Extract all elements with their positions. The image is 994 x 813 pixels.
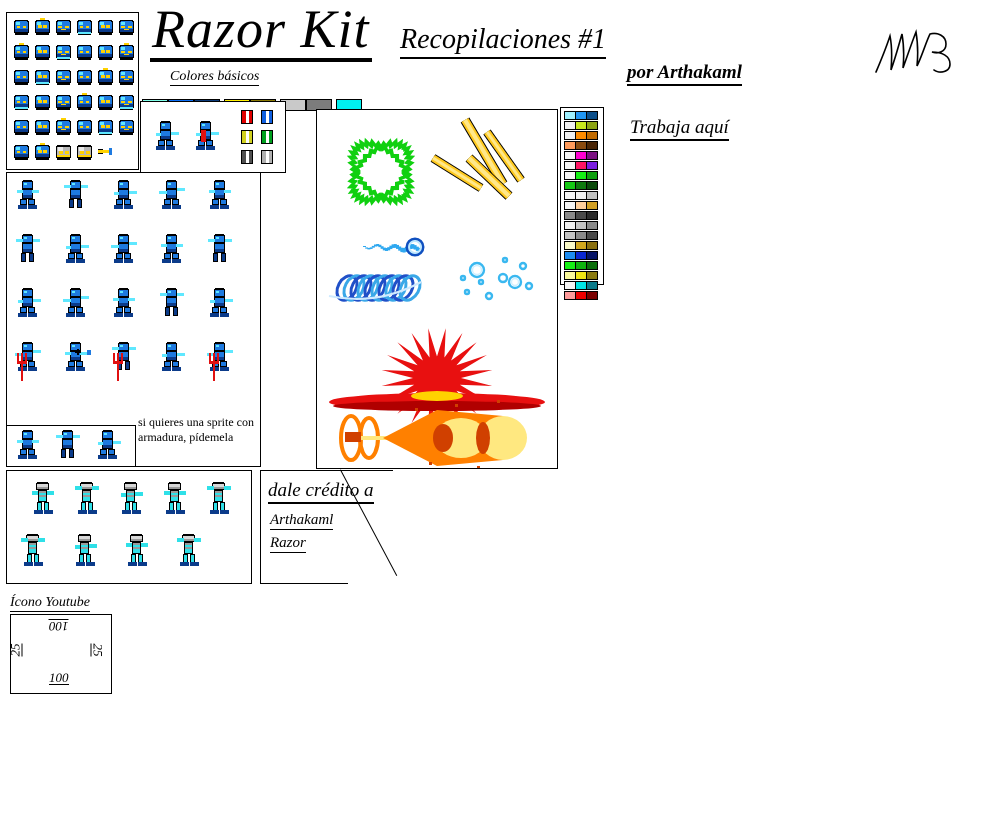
palette-row [564, 271, 603, 280]
color-swatch[interactable] [586, 191, 598, 200]
color-swatch[interactable] [586, 231, 598, 240]
signature-icon [875, 29, 951, 73]
credit-panel-top-edge [260, 470, 393, 471]
credit-panel-left-edge [260, 470, 261, 584]
robot-body-sprites [7, 173, 260, 466]
credit-name-razor: Razor [270, 535, 306, 553]
color-swatch[interactable] [586, 291, 598, 300]
color-swatch[interactable] [586, 141, 598, 150]
color-swatch[interactable] [586, 121, 598, 130]
armor-request-note: si quieres una sprite con armadura, píde… [138, 415, 254, 444]
palette-row [564, 191, 603, 200]
armor-panel [6, 470, 252, 584]
palette-row [564, 201, 603, 210]
youtube-icon-label: Ícono Youtube [10, 595, 90, 612]
color-swatch[interactable] [586, 211, 598, 220]
palette-row [564, 151, 603, 160]
author-credit: por Arthakaml [627, 62, 742, 86]
palette-row [564, 221, 603, 230]
page-title-text: Razor Kit [150, 2, 372, 62]
color-swatch[interactable] [586, 281, 598, 290]
color-swatch[interactable] [586, 241, 598, 250]
color-swatch[interactable] [586, 221, 598, 230]
color-swatch[interactable] [586, 181, 598, 190]
palette-row [564, 261, 603, 270]
credit-name-arthakaml: Arthakaml [270, 512, 334, 530]
credit-heading: dale crédito a [268, 480, 374, 504]
palette-row [564, 111, 603, 120]
palette-row [564, 211, 603, 220]
extended-color-palette [560, 107, 604, 300]
armored-robot-sprites [7, 471, 251, 583]
color-swatch[interactable] [586, 171, 598, 180]
credit-panel-bottom-edge [260, 583, 348, 584]
youtube-dim-top: 100 [49, 619, 69, 634]
bodies-panel [6, 172, 261, 467]
palette-row [564, 131, 603, 140]
palette-row [564, 241, 603, 250]
color-swatch[interactable] [586, 131, 598, 140]
color-swatch[interactable] [586, 251, 598, 260]
armor-strip-sprites [7, 426, 135, 466]
youtube-dim-bottom: 100 [49, 670, 69, 685]
cape-variant-sprites [141, 102, 285, 172]
youtube-dim-right: 25 [90, 643, 106, 657]
color-swatch[interactable] [586, 261, 598, 270]
basic-colors-label: Colores básicos [170, 69, 260, 86]
color-swatch[interactable] [586, 161, 598, 170]
palette-row [564, 251, 603, 260]
palette-row [564, 281, 603, 290]
page-title: Razor Kit [150, 2, 372, 62]
credit-panel [260, 469, 398, 584]
palette-row [564, 181, 603, 190]
youtube-dim-left: 25 [7, 643, 23, 657]
color-swatch[interactable] [586, 271, 598, 280]
color-swatch[interactable] [586, 111, 598, 120]
youtube-icon-panel: 100 100 25 25 [7, 614, 112, 694]
page-subtitle: Recopilaciones #1 [400, 24, 607, 59]
robot-head-sprites [7, 13, 138, 169]
effects-panel [316, 109, 558, 469]
capes-panel [140, 101, 286, 173]
palette-row [564, 121, 603, 130]
palette-row [564, 171, 603, 180]
work-here-label: Trabaja aquí [630, 117, 729, 141]
palette-row [564, 141, 603, 150]
palette-row [564, 291, 603, 300]
palette-group-grays [280, 99, 332, 111]
heads-panel [6, 12, 139, 170]
armor-strip-panel [6, 425, 136, 467]
color-swatch[interactable] [586, 151, 598, 160]
palette-row [564, 161, 603, 170]
effect-sprites [317, 110, 557, 468]
palette-row [564, 231, 603, 240]
color-swatch[interactable] [586, 201, 598, 210]
